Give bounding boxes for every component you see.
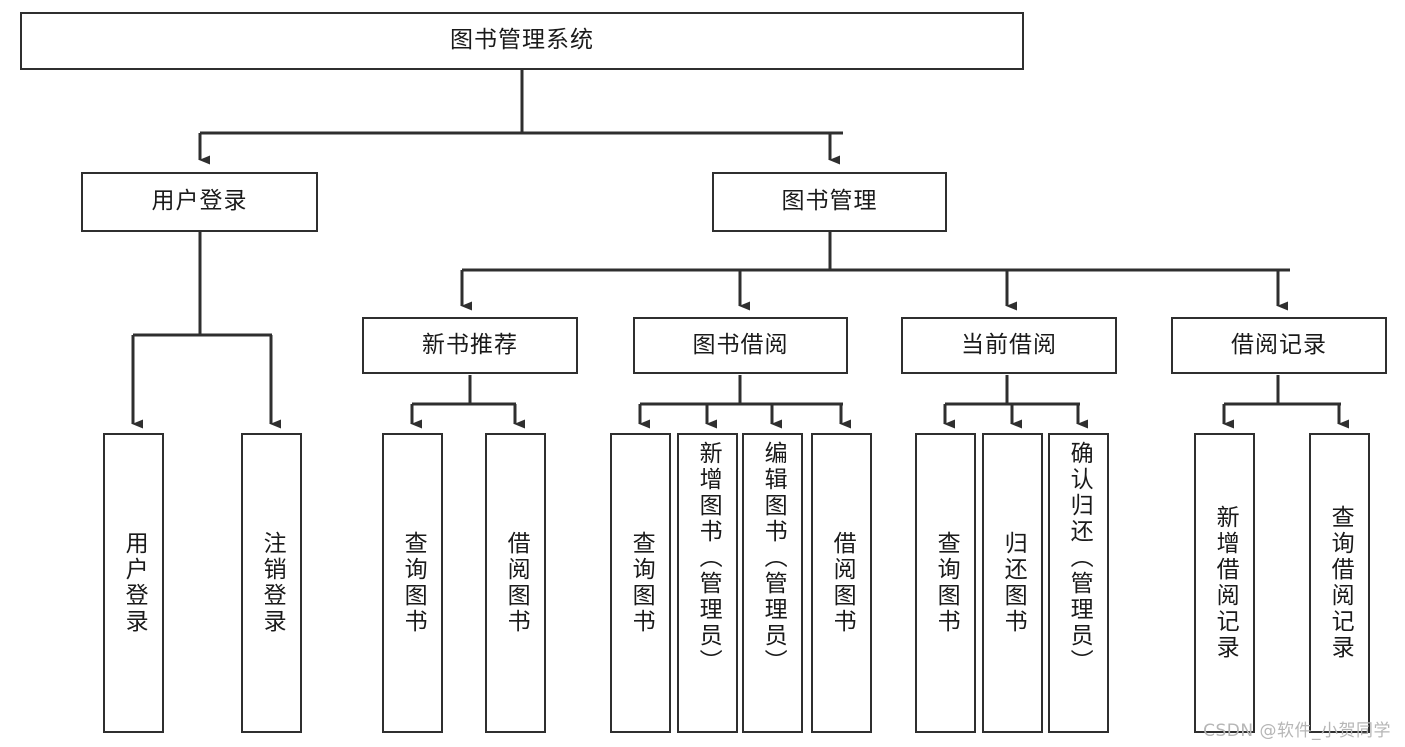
node-root-label: 图书管理系统 <box>450 27 594 54</box>
leaf-user-logout-label: 注销登录 <box>259 531 286 635</box>
leaf-add-book-label: 新增图书（管理员） <box>695 441 722 675</box>
leaf-user-login-label: 用户登录 <box>121 531 148 635</box>
node-book-manage[interactable]: 图书管理 <box>712 172 947 232</box>
node-user-login[interactable]: 用户登录 <box>81 172 318 232</box>
leaf-query-book-3-label: 查询图书 <box>933 531 960 635</box>
leaf-add-record[interactable]: 新增借阅记录 <box>1194 433 1255 733</box>
node-new-book-recommend-label: 新书推荐 <box>422 331 518 358</box>
leaf-query-book-2-label: 查询图书 <box>628 531 655 635</box>
node-book-manage-label: 图书管理 <box>781 188 878 215</box>
leaf-query-book-1[interactable]: 查询图书 <box>382 433 443 733</box>
leaf-query-book-3[interactable]: 查询图书 <box>915 433 976 733</box>
leaf-confirm-return-label: 确认归还（管理员） <box>1066 441 1093 675</box>
leaf-borrow-book-1-label: 借阅图书 <box>503 531 530 635</box>
node-book-borrow-label: 图书借阅 <box>692 331 789 358</box>
leaf-edit-book-label: 编辑图书（管理员） <box>760 441 787 675</box>
node-borrow-record[interactable]: 借阅记录 <box>1171 317 1387 374</box>
leaf-borrow-book-1[interactable]: 借阅图书 <box>485 433 546 733</box>
leaf-edit-book[interactable]: 编辑图书（管理员） <box>742 433 803 733</box>
leaf-borrow-book-2[interactable]: 借阅图书 <box>811 433 872 733</box>
leaf-query-book-2[interactable]: 查询图书 <box>610 433 671 733</box>
leaf-user-logout[interactable]: 注销登录 <box>241 433 302 733</box>
node-new-book-recommend[interactable]: 新书推荐 <box>362 317 578 374</box>
node-borrow-record-label: 借阅记录 <box>1231 331 1327 358</box>
leaf-add-record-label: 新增借阅记录 <box>1212 505 1239 661</box>
leaf-user-login[interactable]: 用户登录 <box>103 433 164 733</box>
leaf-return-book[interactable]: 归还图书 <box>982 433 1043 733</box>
node-book-borrow[interactable]: 图书借阅 <box>633 317 848 374</box>
watermark: CSDN @软件_小贺同学 <box>1203 721 1391 741</box>
node-current-borrow-label: 当前借阅 <box>961 331 1057 358</box>
leaf-query-book-1-label: 查询图书 <box>400 531 427 635</box>
leaf-query-record-label: 查询借阅记录 <box>1327 505 1354 661</box>
leaf-query-record[interactable]: 查询借阅记录 <box>1309 433 1370 733</box>
leaf-borrow-book-2-label: 借阅图书 <box>829 531 856 635</box>
node-user-login-label: 用户登录 <box>151 188 248 215</box>
leaf-add-book[interactable]: 新增图书（管理员） <box>677 433 738 733</box>
node-root[interactable]: 图书管理系统 <box>20 12 1024 70</box>
leaf-return-book-label: 归还图书 <box>1000 531 1027 635</box>
leaf-confirm-return[interactable]: 确认归还（管理员） <box>1048 433 1109 733</box>
node-current-borrow[interactable]: 当前借阅 <box>901 317 1117 374</box>
